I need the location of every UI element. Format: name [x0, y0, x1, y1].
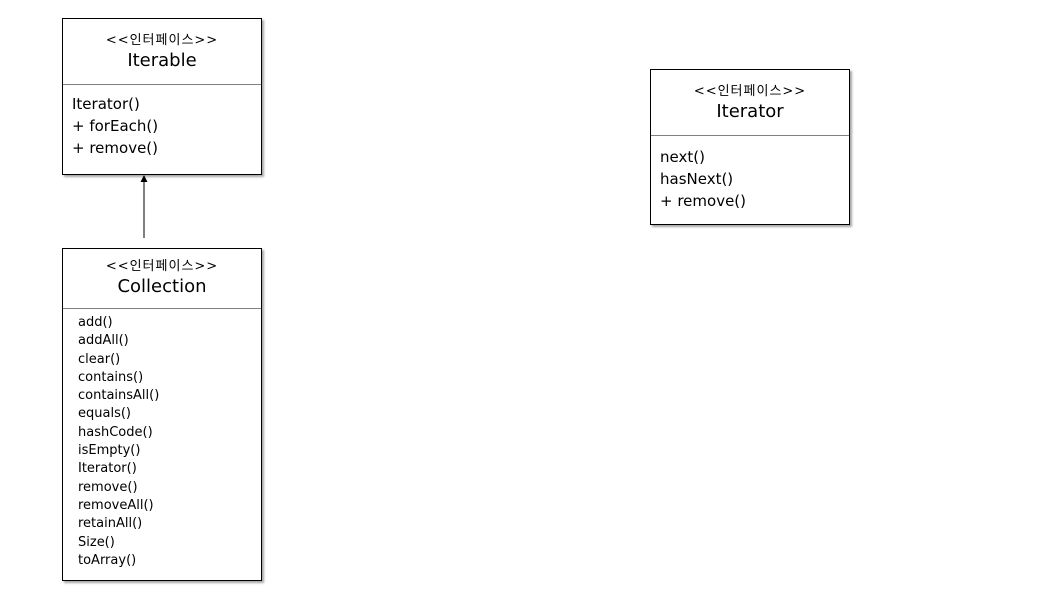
method-item: addAll() [78, 333, 129, 349]
iterator-stereotype: <<인터페이스>> [693, 84, 807, 99]
collection-interface-box: <<인터페이스>> Collection add() addAll() clea… [62, 248, 262, 581]
method-item: Size() [78, 534, 115, 550]
method-item: + forEach() [72, 117, 159, 135]
iterator-method-list: next() hasNext() + remove() [651, 136, 849, 212]
iterable-name: Iterable [127, 50, 197, 71]
iterable-method-list: Iterator() + forEach() + remove() [63, 85, 261, 159]
method-item: isEmpty() [78, 443, 141, 459]
method-item: Iterator() [72, 95, 140, 113]
method-item: clear() [78, 351, 121, 367]
method-item: toArray() [78, 552, 137, 568]
method-item: add() [78, 315, 113, 330]
method-item: equals() [78, 406, 131, 422]
method-item: Iterator() [78, 461, 137, 477]
iterator-interface-box: <<인터페이스>> Iterator next() hasNext() + re… [650, 69, 850, 225]
iterator-name: Iterator [716, 101, 784, 122]
collection-method-list: add() addAll() clear() contains() contai… [63, 309, 261, 570]
method-item: next() [660, 148, 705, 166]
iterable-interface-box: <<인터페이스>> Iterable Iterator() + forEach(… [62, 18, 262, 175]
iterator-header: <<인터페이스>> Iterator [651, 70, 849, 136]
method-item: + remove() [72, 139, 159, 157]
arrow-head-icon [140, 175, 148, 182]
method-item: hashCode() [78, 424, 153, 440]
collection-stereotype: <<인터페이스>> [105, 259, 219, 274]
collection-name: Collection [117, 276, 207, 297]
method-item: + remove() [660, 192, 747, 210]
method-item: contains() [78, 369, 144, 385]
method-item: removeAll() [78, 497, 154, 513]
method-item: remove() [78, 479, 138, 495]
method-item: retainAll() [78, 516, 143, 532]
method-item: hasNext() [660, 170, 734, 188]
collection-header: <<인터페이스>> Collection [63, 249, 261, 309]
iterable-header: <<인터페이스>> Iterable [63, 19, 261, 85]
method-item: containsAll() [78, 388, 160, 404]
iterable-stereotype: <<인터페이스>> [105, 33, 219, 48]
